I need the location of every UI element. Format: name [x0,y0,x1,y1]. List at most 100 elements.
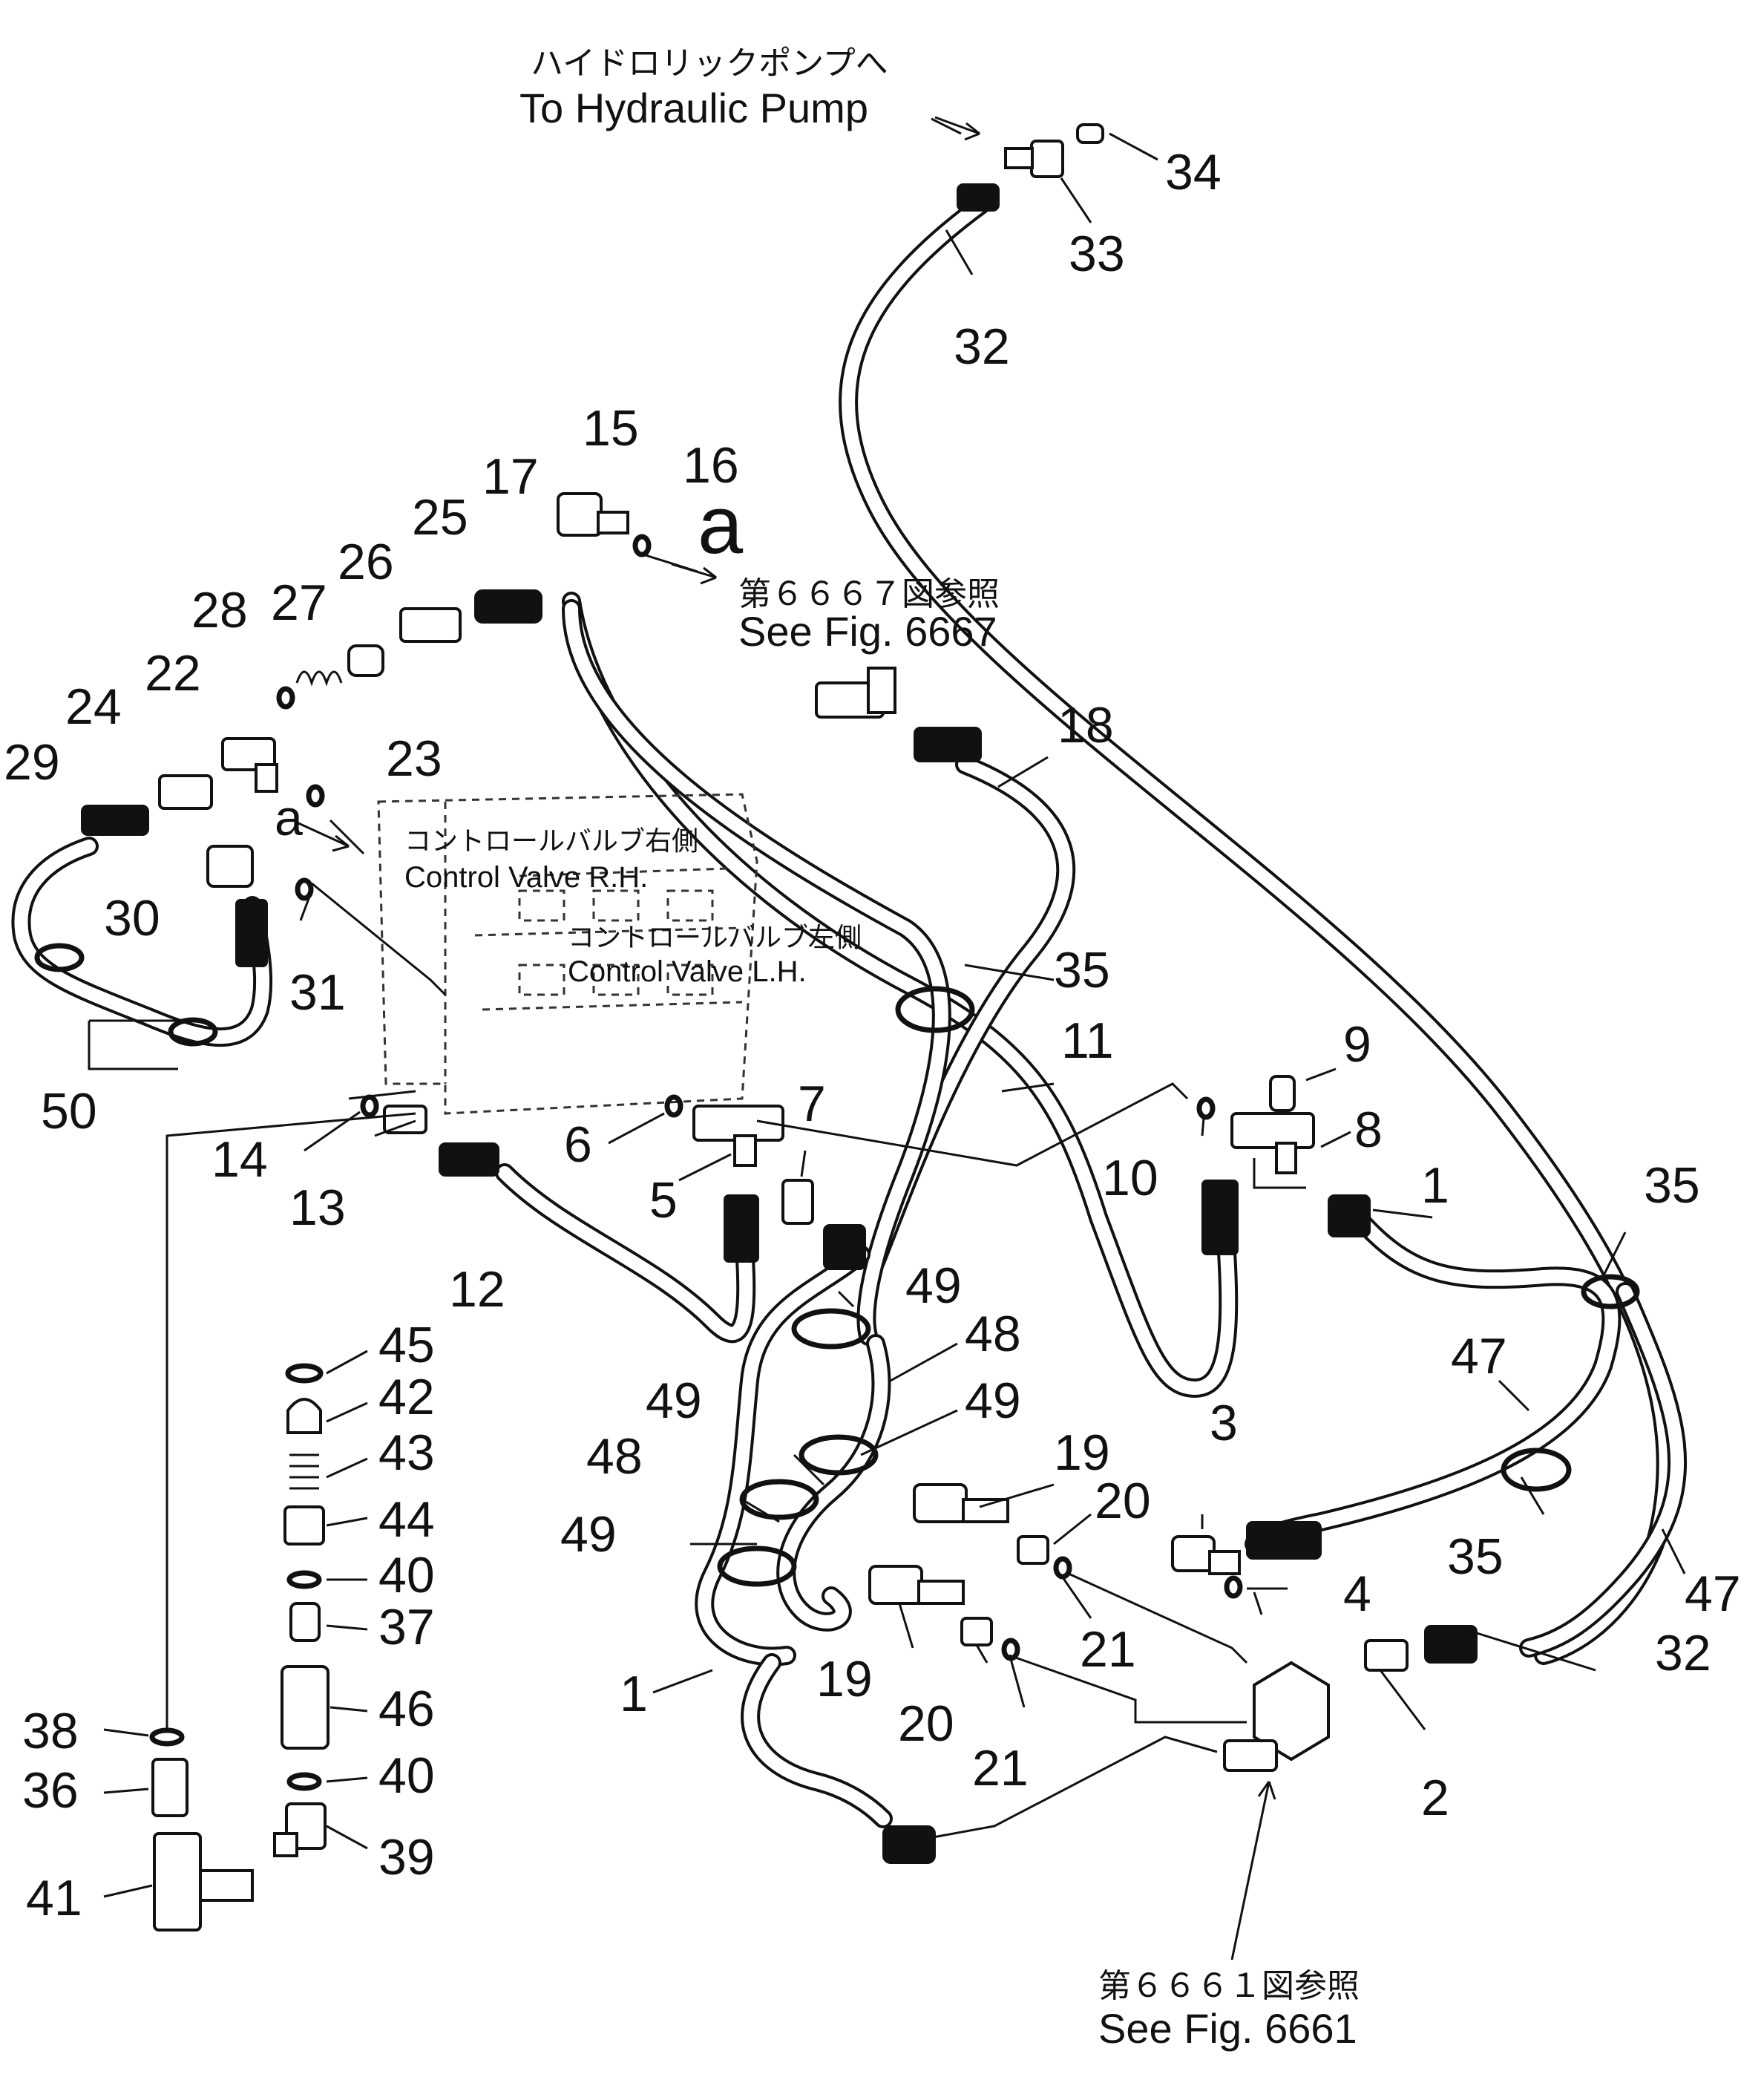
annotations: ハイドロリックポンプへ To Hydraulic Pump a 第６６６７図参照… [275,45,1360,2052]
callout-24: 24 [65,678,122,735]
callout-23: 23 [386,730,442,787]
callout-34: 34 [1165,144,1222,200]
callout-11: 11 [1061,1013,1114,1069]
callout-36: 36 [22,1762,79,1819]
note-pump-jp: ハイドロリックポンプへ [531,45,888,82]
oring-38 [149,1727,185,1747]
spring-43 [289,1453,319,1490]
callout-27: 27 [271,575,327,631]
oring-23 [306,784,325,808]
fitting-41 [153,1832,202,1932]
clamp-49c [739,1479,819,1520]
callout-4: 4 [1343,1566,1371,1622]
clamp-35c [1501,1448,1572,1492]
callout-2: 2 [1421,1770,1449,1826]
oring-14 [360,1094,379,1118]
oring-4 [1224,1575,1243,1599]
fitting-42 [286,1398,322,1434]
note-cv-rh-en: Control Valve R.H. [404,861,648,894]
callout-49-d: 49 [560,1506,617,1563]
callout-9: 9 [1343,1016,1371,1073]
fitting-25 [399,607,462,643]
callout-1-left: 1 [620,1666,648,1722]
oring-16 [632,534,652,557]
callout-50: 50 [41,1083,97,1139]
callout-26: 26 [338,534,394,590]
callout-16: 16 [683,437,739,494]
callout-21-a: 21 [1080,1621,1136,1678]
fitting-44 [283,1505,325,1546]
callout-10: 10 [1102,1150,1158,1206]
callout-21-b: 21 [972,1740,1029,1796]
callout-35-top: 35 [1054,942,1110,998]
callout-14: 14 [212,1131,268,1188]
note-fig6661-jp: 第６６６１図参照 [1098,1967,1360,2005]
callout-38: 38 [22,1703,79,1759]
oring-28 [276,686,295,710]
callout-31: 31 [289,964,346,1021]
callout-39: 39 [378,1829,435,1885]
hose-11 [562,592,1239,1398]
fitting-24 [158,774,213,810]
note-ref-a-top: a [698,480,744,571]
fitting-30 [206,845,254,888]
callout-8: 8 [1354,1102,1383,1158]
oring-31 [295,877,314,901]
callout-25: 25 [412,489,468,546]
fitting-22 [221,737,276,771]
oring-45 [285,1363,324,1384]
callout-43: 43 [378,1425,435,1481]
callout-33: 33 [1069,226,1125,282]
callout-1-right: 1 [1421,1157,1449,1214]
callout-42: 42 [378,1369,435,1425]
callout-3: 3 [1210,1395,1238,1451]
callout-18: 18 [1058,697,1114,753]
fitting-37 [289,1602,321,1642]
fitting-17 [474,589,542,624]
callout-20-b: 20 [898,1695,954,1752]
fitting-2 [1364,1639,1409,1672]
note-pump-en: To Hydraulic Pump [519,85,868,131]
hose-group [11,191,1688,1828]
control-valve-outline [377,793,758,1115]
clamp-49a [791,1308,871,1350]
fitting-8 [1230,1112,1315,1149]
callout-35-low: 35 [1447,1528,1504,1585]
callout-15: 15 [583,400,639,457]
clamp-35b [1581,1274,1640,1309]
callout-40-a: 40 [378,1547,435,1603]
callout-48-b: 48 [586,1428,643,1485]
callout-19-a: 19 [1054,1425,1110,1481]
callout-5: 5 [649,1172,678,1229]
callout-7: 7 [798,1076,826,1132]
callout-13: 13 [289,1180,346,1236]
oring-40b [286,1772,322,1791]
fitting-19a [913,1483,968,1523]
note-fig6667-en: See Fig. 6667 [738,608,997,655]
callout-6: 6 [564,1116,592,1173]
fitting-34 [1076,123,1104,144]
clamp-49d [717,1546,797,1587]
fitting-29 [81,805,149,836]
callout-40-b: 40 [378,1747,435,1804]
callout-numbers: 34 33 32 15 16 17 25 26 27 28 22 24 29 2… [4,144,1741,1926]
fitting-19b [868,1565,923,1605]
callout-32: 32 [954,318,1010,375]
callout-48-a: 48 [965,1306,1021,1362]
fitting-7 [781,1179,814,1225]
note-cv-rh-jp: コントロールバルブ右側 [404,826,698,857]
fittings [34,123,1640,1932]
callout-49-a: 49 [905,1257,962,1314]
oring-6 [664,1094,683,1118]
note-ref-a-left: a [275,790,303,846]
fitting-3 [1171,1535,1216,1572]
spring-27 [295,670,343,687]
fitting-13 [383,1105,427,1134]
oring-10 [1196,1096,1216,1120]
leader-lines [88,116,1686,1960]
callout-22: 22 [145,645,201,701]
clamp-50b [168,1017,218,1047]
fitting-15 [557,492,603,537]
note-fig6661-en: See Fig. 6661 [1098,2005,1357,2052]
